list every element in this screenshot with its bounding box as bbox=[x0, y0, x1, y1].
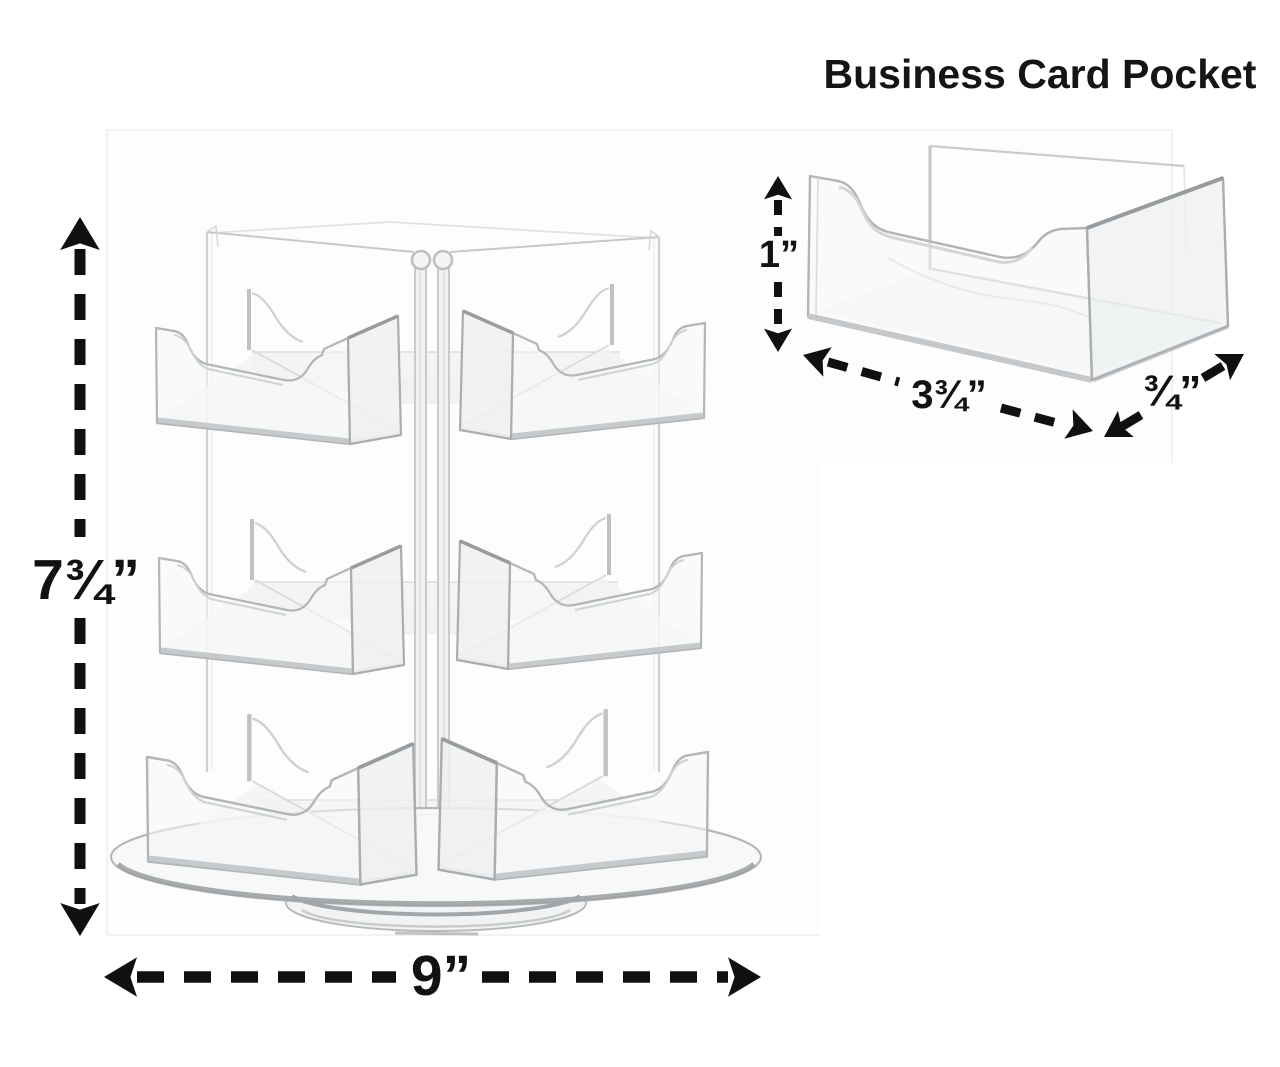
pocket-depth-label: ¾” bbox=[1142, 367, 1202, 416]
holder-height-label: 7¾” bbox=[32, 548, 140, 612]
pocket-height-arrow bbox=[763, 176, 793, 352]
pocket-detail-figure bbox=[806, 144, 1230, 383]
holder-panels bbox=[205, 221, 661, 772]
holder-height-arrow bbox=[60, 217, 100, 936]
pocket-height-label: 1” bbox=[758, 234, 800, 276]
holder-width-arrow bbox=[104, 957, 761, 997]
detail-title: Business Card Pocket bbox=[823, 51, 1257, 97]
pocket-depth-arrow bbox=[1096, 340, 1252, 451]
holder-width-label: 9” bbox=[410, 944, 472, 1008]
pocket-length-arrow bbox=[798, 340, 1098, 446]
rotating-holder-figure bbox=[109, 221, 763, 936]
pocket-length-label: 3¾” bbox=[911, 373, 987, 417]
dimension-arrows bbox=[60, 176, 1252, 997]
